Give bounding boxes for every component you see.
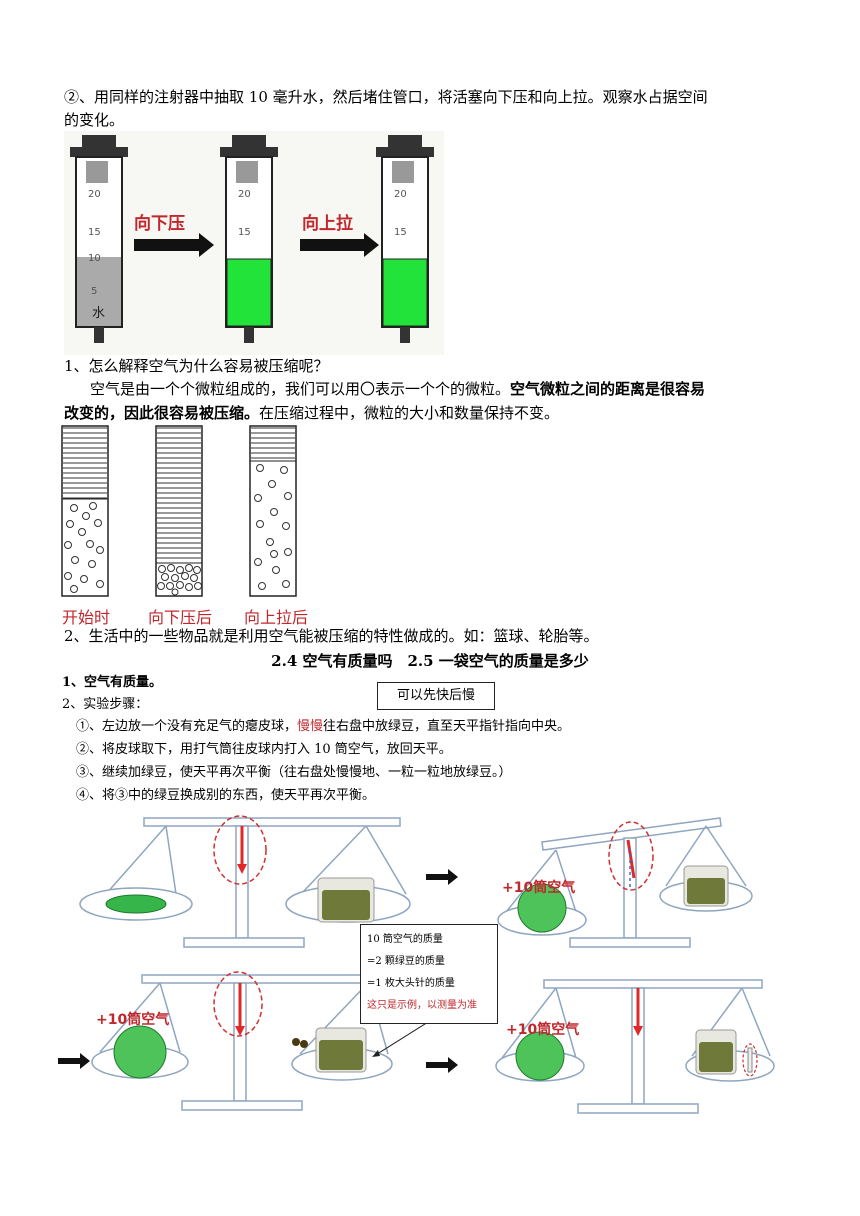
balance-figure: +10筒空气 +10筒空气 +10筒空气	[58, 815, 775, 1114]
column-start	[61, 425, 109, 597]
balls-and-cups	[105, 865, 758, 1081]
pointer-highlight	[608, 821, 654, 891]
pointer-highlight	[213, 815, 267, 885]
syringe-start	[70, 135, 128, 343]
section-title: 2.4 空气有质量吗 2.5 一袋空气的质量是多少	[271, 652, 589, 670]
syringe-pressed	[220, 135, 278, 343]
item-1: 1、空气有质量。	[62, 675, 163, 690]
q1-paragraph-line2: 改变的，因此很容易被压缩。在压缩过程中，微粒的大小和数量保持不变。	[64, 401, 559, 425]
info-line-3: =1 枚大头针的质量	[367, 978, 455, 989]
column-pressed	[155, 425, 203, 597]
info-line-2: =2 颗绿豆的质量	[367, 956, 445, 967]
arrow-right-icon	[134, 233, 214, 257]
syringe-pulled	[376, 135, 434, 343]
intro-line-1: ②、用同样的注射器中抽取 10 毫升水，然后堵住管口，将活塞向下压和向上拉。观察…	[64, 88, 708, 106]
particle-diagram	[61, 425, 297, 597]
balance-initial	[79, 817, 411, 948]
air-label: +10筒空气	[506, 1021, 579, 1038]
svg-text:15: 15	[88, 227, 101, 238]
beans	[687, 878, 725, 904]
q1-text-b: 在压缩过程中，微粒的大小和数量保持不变。	[259, 404, 560, 422]
pin-highlight	[742, 1043, 758, 1077]
air-label: +10筒空气	[96, 1011, 169, 1028]
pointer-highlight	[213, 971, 263, 1037]
pin	[747, 1047, 753, 1073]
water-label: 水	[92, 306, 105, 321]
particle-label-pressed: 向下压后	[148, 608, 213, 627]
arrow-right-icon	[426, 869, 458, 885]
bean	[300, 1040, 308, 1048]
svg-text:15: 15	[238, 227, 251, 238]
note-box: 可以先快后慢	[377, 682, 495, 710]
q1-text-a: 空气是由一个个微粒组成的，我们可以用〇表示一个个的微粒。	[90, 380, 511, 398]
arrow-right-icon	[300, 233, 379, 257]
info-line-4: 这只是示例，以测量为准	[367, 1000, 477, 1011]
step-1-b: 往右盘中放绿豆，直至天平指针指向中央。	[323, 719, 571, 734]
info-box: 10 筒空气的质量 =2 颗绿豆的质量 =1 枚大头针的质量 这只是示例，以测量…	[360, 924, 498, 1024]
svg-text:20: 20	[394, 189, 407, 200]
item-2: 2、实验步骤：	[62, 697, 149, 712]
particle-label-start: 开始时	[62, 608, 111, 627]
q2-text: 2、生活中的一些物品就是利用空气能被压缩的特性做成的。如：篮球、轮胎等。	[64, 627, 599, 645]
beans	[322, 890, 370, 920]
step-1-red: 慢慢	[297, 719, 324, 734]
intro-line-2: 的变化。	[64, 111, 125, 129]
svg-text:15: 15	[394, 227, 407, 238]
inflated-ball	[113, 1025, 167, 1079]
deflated-ball	[105, 894, 167, 914]
svg-text:10: 10	[88, 253, 101, 264]
arrow-down-label: 向下压	[134, 213, 185, 234]
particle-label-pulled: 向上拉后	[244, 608, 309, 627]
arrow-up-label: 向上拉	[302, 213, 353, 234]
svg-text:20: 20	[238, 189, 251, 200]
syringe-figure: 20 15 10 5 水 向下压 20 15 向上拉 20 15	[64, 131, 444, 355]
arrow-right-icon	[58, 1053, 90, 1069]
pointer-group	[213, 815, 654, 1037]
q1-question: 1、怎么解释空气为什么容易被压缩呢？	[64, 357, 329, 375]
inflated-ball	[515, 1031, 565, 1081]
arrow-right-icon	[426, 1057, 458, 1073]
air-label: +10筒空气	[502, 879, 575, 896]
svg-text:5: 5	[91, 286, 97, 297]
svg-text:20: 20	[88, 189, 101, 200]
step-4: ④、将③中的绿豆换成别的东西，使天平再次平衡。	[76, 788, 376, 803]
info-line-1: 10 筒空气的质量	[367, 934, 443, 945]
step-1-a: ①、左边放一个没有充足气的瘪皮球，	[76, 719, 298, 734]
step-1: ①、左边放一个没有充足气的瘪皮球，慢慢往右盘中放绿豆，直至天平指针指向中央。	[76, 716, 570, 738]
step-3: ③、继续加绿豆，使天平再次平衡（往右盘处慢慢地、一粒一粒地放绿豆。）	[76, 765, 512, 780]
beans	[699, 1042, 733, 1072]
q1-bold-a: 空气微粒之间的距离是很容易	[510, 380, 706, 398]
step-2: ②、将皮球取下，用打气筒往皮球内打入 10 筒空气，放回天平。	[76, 742, 452, 757]
bean	[292, 1038, 300, 1046]
column-pulled	[249, 425, 297, 597]
q1-paragraph-line1: 空气是由一个个微粒组成的，我们可以用〇表示一个个的微粒。空气微粒之间的距离是很容…	[90, 377, 810, 401]
beans	[319, 1040, 363, 1070]
q1-bold-b: 改变的，因此很容易被压缩。	[64, 404, 260, 422]
inflated-ball	[517, 883, 567, 933]
